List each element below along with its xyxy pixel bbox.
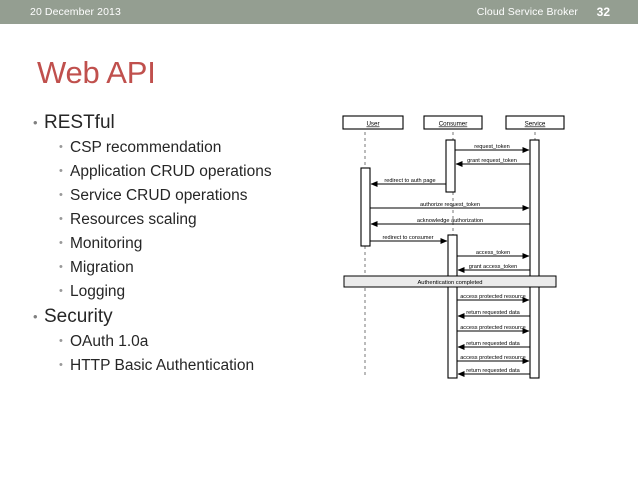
activation-user-1 (360, 167, 371, 247)
message-label: return requested data (466, 341, 520, 347)
divider-label: Authentication completed (417, 280, 482, 286)
message-label: access protected resource (460, 294, 526, 300)
bullet-item-restful: • RESTful (33, 110, 333, 135)
bullet-sublabel: HTTP Basic Authentication (70, 357, 255, 374)
bullet-dot-icon: • (33, 115, 38, 130)
actor-boxes: User Consumer Service (342, 115, 565, 130)
bullet-dot-icon: • (59, 141, 63, 153)
divider-authentication-completed: Authentication completed (343, 275, 557, 288)
message-label: grant request_token (467, 158, 517, 164)
activation-bars (360, 139, 540, 379)
bullet-subitem: • Logging (59, 280, 333, 303)
actor-label-consumer: Consumer (439, 121, 468, 128)
bullet-subitem: • Monitoring (59, 232, 333, 255)
divider-bar (343, 275, 557, 288)
page-number: 32 (596, 5, 610, 19)
bullet-label: RESTful (44, 112, 115, 133)
message-arrows (370, 147, 530, 377)
bullet-dot-icon: • (59, 335, 63, 347)
bullet-sublabel: CSP recommendation (70, 139, 222, 156)
activation-consumer-2 (447, 234, 458, 379)
bullet-sublabel: Monitoring (70, 235, 143, 252)
bullet-subitem: • Resources scaling (59, 208, 333, 231)
bullet-sublabel: Logging (70, 283, 126, 300)
header-date: 20 December 2013 (30, 6, 121, 18)
message-label: return requested data (466, 368, 520, 374)
bullet-subitem: • Service CRUD operations (59, 184, 333, 207)
actor-box-consumer (423, 115, 483, 130)
bullet-dot-icon: • (59, 189, 63, 201)
message-label: access protected resource (460, 355, 526, 361)
bullet-dot-icon: • (59, 165, 63, 177)
bullet-sublabel: Service CRUD operations (70, 187, 248, 204)
message-label: authorize request_token (420, 202, 480, 208)
actor-box-user (342, 115, 404, 130)
bullet-dot-icon: • (33, 309, 38, 324)
message-label: access protected resource (460, 325, 526, 331)
bullet-sublist-restful: • CSP recommendation • Application CRUD … (59, 136, 333, 303)
message-label: request_token (474, 144, 509, 150)
actor-label-user: User (366, 121, 379, 128)
activation-service-1 (529, 139, 540, 379)
message-label: return requested data (466, 310, 520, 316)
message-label: grant access_token (469, 264, 518, 270)
bullet-dot-icon: • (59, 237, 63, 249)
bullet-label: Security (44, 306, 113, 327)
bullet-list: • RESTful • CSP recommendation • Applica… (33, 110, 333, 378)
slide-header-bar: 20 December 2013 Cloud Service Broker 32 (0, 0, 638, 24)
bullet-dot-icon: • (59, 285, 63, 297)
bullet-sublabel: OAuth 1.0a (70, 333, 149, 350)
bullet-subitem: • OAuth 1.0a (59, 330, 333, 353)
message-label: acknowledge authorization (417, 218, 483, 224)
bullet-sublabel: Resources scaling (70, 211, 197, 228)
bullet-subitem: • HTTP Basic Authentication (59, 354, 333, 377)
activation-consumer-1 (445, 139, 456, 193)
actor-box-service (505, 115, 565, 130)
actor-label-service: Service (525, 121, 546, 128)
bullet-dot-icon: • (59, 261, 63, 273)
bullet-sublabel: Application CRUD operations (70, 163, 272, 180)
bullet-subitem: • CSP recommendation (59, 136, 333, 159)
bullet-dot-icon: • (59, 359, 63, 371)
message-labels: request_token grant request_token redire… (383, 144, 526, 374)
bullet-sublist-security: • OAuth 1.0a • HTTP Basic Authentication (59, 330, 333, 377)
message-label: redirect to consumer (383, 235, 434, 241)
uml-sequence-diagram: User Consumer Service request_token gran… (340, 110, 590, 380)
bullet-item-security: • Security (33, 304, 333, 329)
page-title: Web API (37, 55, 156, 90)
bullet-dot-icon: • (59, 213, 63, 225)
header-deck-title: Cloud Service Broker (476, 6, 578, 18)
message-label: access_token (476, 250, 510, 256)
bullet-subitem: • Application CRUD operations (59, 160, 333, 183)
bullet-sublabel: Migration (70, 259, 134, 276)
message-label: redirect to auth page (384, 178, 435, 184)
bullet-subitem: • Migration (59, 256, 333, 279)
